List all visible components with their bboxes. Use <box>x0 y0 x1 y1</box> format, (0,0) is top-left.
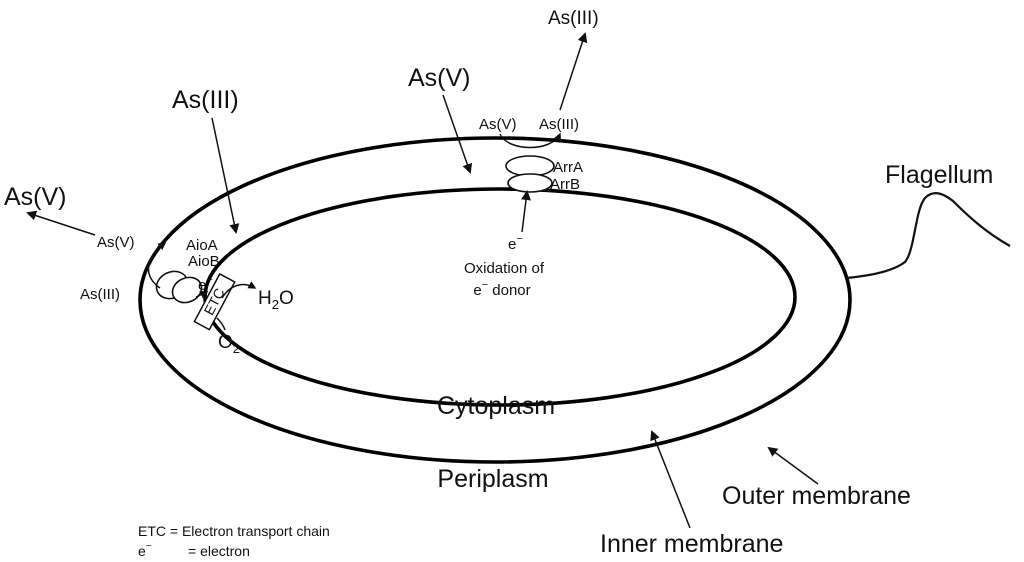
label-inner-membrane: Inner membrane <box>600 530 783 558</box>
label-arrA: ArrA <box>553 159 583 176</box>
aio-protein-back <box>171 276 203 304</box>
oxidation-minus: − <box>482 279 488 291</box>
e-donor-e: e <box>508 236 516 253</box>
o2-to-etc-line <box>216 317 226 331</box>
as5-entry-arrow-top <box>442 94 473 174</box>
as5-efflux-arrow-left <box>26 210 96 236</box>
label-as5-top: As(V) <box>408 64 471 92</box>
label-periplasm: Periplasm <box>437 465 548 493</box>
label-cytoplasm: Cytoplasm <box>437 392 555 420</box>
o2-o: O <box>218 332 233 353</box>
legend-etc: ETC = Electron transport chain <box>138 523 330 539</box>
h2o-sub: 2 <box>272 297 279 312</box>
h2o-o: O <box>279 288 294 309</box>
label-e-aio: e− <box>198 274 213 294</box>
legend-electron: e− = electron <box>138 541 250 559</box>
arrA-protein <box>505 155 555 177</box>
label-aioA: AioA <box>186 237 218 254</box>
label-as5-arr: As(V) <box>479 116 517 133</box>
label-h2o: H2O <box>258 288 294 312</box>
arr-as3-efflux-arrow <box>559 32 588 111</box>
label-oxidation-line2: e− donor <box>473 279 530 299</box>
label-as5-far-left: As(V) <box>4 183 67 211</box>
label-aioB: AioB <box>188 253 220 270</box>
outer-membrane-shape <box>138 136 852 464</box>
label-flagellum: Flagellum <box>885 161 993 189</box>
o2-sub: 2 <box>233 341 240 356</box>
e-aio-minus: − <box>206 274 212 286</box>
electron-to-etc-arrow <box>195 291 209 299</box>
label-o2: O2 <box>218 332 240 356</box>
arr-reaction-arrow <box>499 132 561 149</box>
aio-reaction-arrow <box>147 242 167 289</box>
label-as5-aio: As(V) <box>97 234 135 251</box>
oxidation-donor: donor <box>488 282 531 299</box>
legend-e-sym: e <box>138 543 146 559</box>
label-as3-arr: As(III) <box>539 116 579 133</box>
flagellum-shape <box>845 192 1011 280</box>
label-as3-top: As(III) <box>548 8 599 29</box>
electron-to-arr-arrow <box>521 190 531 233</box>
e-aio-e: e <box>198 277 206 294</box>
as3-entry-arrow-left <box>211 117 240 234</box>
etc-box <box>193 272 236 331</box>
label-as3-aio: As(III) <box>80 286 120 303</box>
label-oxidation-line1: Oxidation of <box>464 260 545 277</box>
arrB-protein <box>507 173 553 193</box>
e-donor-minus: − <box>516 233 522 245</box>
label-e-donor: e− <box>508 233 523 253</box>
legend-e-minus: − <box>146 541 152 552</box>
legend-e-def: = electron <box>188 543 250 559</box>
etc-to-h2o-arrow <box>221 281 257 299</box>
outer-membrane-arrow <box>767 446 819 485</box>
label-as3-left-big: As(III) <box>172 86 239 114</box>
label-arrB: ArrB <box>550 176 580 193</box>
label-outer-membrane: Outer membrane <box>722 482 911 510</box>
inner-membrane-arrow <box>650 430 691 529</box>
oxidation-e: e <box>473 282 481 299</box>
h2o-h: H <box>258 288 272 309</box>
